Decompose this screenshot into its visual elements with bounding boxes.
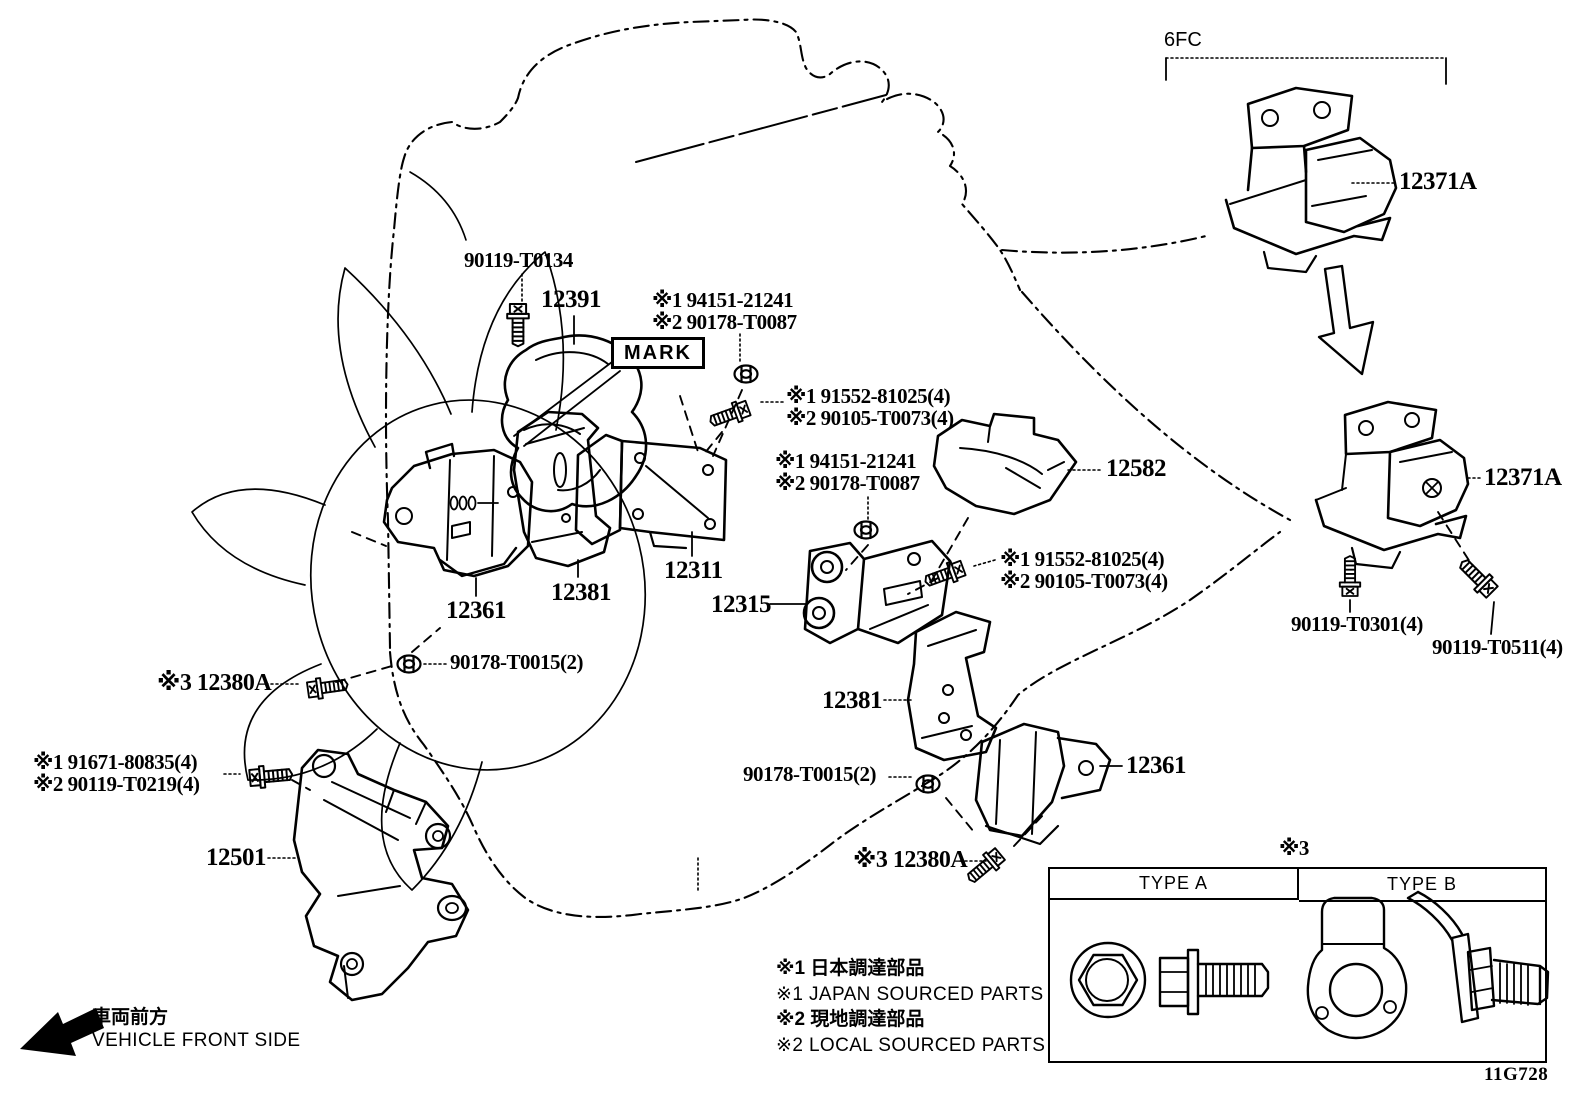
part-12315	[802, 539, 952, 645]
engine-detail-lines	[409, 94, 887, 893]
label-12361-a: 12361	[446, 597, 507, 624]
vehicle-front-marker: 車両前方 VEHICLE FRONT SIDE	[92, 1006, 301, 1052]
label-94151-21241-a: ※1 94151-21241	[652, 288, 794, 312]
label-90119-t0134: 90119-T0134	[464, 248, 573, 272]
nut-90178-t0015-second-icon	[915, 774, 941, 794]
bolt-91671-icon	[248, 762, 295, 790]
part-12582	[932, 412, 1078, 516]
type-a-header: TYPE A	[1050, 869, 1299, 900]
bolt-90119-t0511-icon	[1453, 553, 1501, 601]
label-12315: 12315	[711, 591, 772, 618]
label-12381-b: 12381	[822, 687, 883, 714]
nut-90178-t0015-icon	[396, 654, 422, 674]
vehicle-front-label-en: VEHICLE FRONT SIDE	[92, 1030, 301, 1051]
part-12361-rear	[960, 722, 1112, 846]
nut-94151-icon	[733, 364, 759, 384]
mark-box: MARK	[611, 337, 705, 369]
label-90178-t0015-a: 90178-T0015(2)	[450, 650, 584, 674]
label-12311: 12311	[664, 557, 723, 584]
part-12391	[500, 334, 648, 513]
bolt-type-table: TYPE A TYPE B	[1048, 867, 1547, 1063]
part-12381-rear	[906, 610, 998, 762]
part-12381-front	[512, 410, 612, 568]
label-90105-t0073-a: ※2 90105-T0073(4)	[786, 406, 954, 430]
label-12501: 12501	[206, 844, 267, 871]
label-94151-21241-b: ※1 94151-21241	[775, 449, 917, 473]
leader-lines-dotted	[223, 57, 1482, 862]
label-90178-t0015-b: 90178-T0015(2)	[743, 762, 877, 786]
fan	[191, 251, 647, 891]
bolt-90119-t0134-icon	[506, 303, 530, 348]
label-91671-80835: ※1 91671-80835(4)	[33, 750, 198, 774]
type-b-bolt-icon	[1306, 890, 1550, 1040]
label-12380a-a: ※3 12380A	[157, 670, 272, 696]
label-90119-t0511: 90119-T0511(4)	[1432, 635, 1563, 659]
label-12380a-b: ※3 12380A	[853, 847, 968, 873]
label-90178-t0087-b: ※2 90178-T0087	[775, 471, 920, 495]
legend-line-en-1: ※1 JAPAN SOURCED PARTS	[776, 983, 1044, 1005]
part-12311	[574, 433, 728, 550]
label-12381-a: 12381	[551, 579, 612, 606]
mark-label: MARK	[624, 342, 692, 364]
label-12361-b: 12361	[1126, 752, 1187, 779]
label-table-ref: ※3	[1279, 836, 1309, 860]
label-12371a-top: 12371A	[1399, 168, 1477, 195]
label-90178-t0087-a: ※2 90178-T0087	[652, 310, 797, 334]
part-12371a-right	[1314, 400, 1470, 570]
label-90119-t0301: 90119-T0301(4)	[1291, 612, 1423, 636]
vehicle-front-label-jp: 車両前方	[92, 1007, 169, 1028]
bolt-12380a-second-icon	[961, 845, 1008, 889]
transfer-arrow	[1317, 264, 1375, 376]
type-a-bolt-icon	[1069, 941, 1270, 1019]
bolt-91552-second-icon	[921, 557, 968, 593]
part-12361-front	[382, 442, 534, 578]
nut-94151-second-icon	[853, 520, 879, 540]
label-12371a-right: 12371A	[1484, 464, 1562, 491]
part-12371a-top	[1224, 86, 1398, 274]
label-91552-81025-b: ※1 91552-81025(4)	[1000, 547, 1165, 571]
legend-line-jp-2: ※2 現地調達部品	[776, 1009, 925, 1030]
legend-line-jp-1: ※1 日本調達部品	[776, 958, 925, 979]
leader-lines-solid	[475, 57, 1495, 767]
type-b-header: TYPE B	[1299, 869, 1545, 902]
label-91552-81025-a: ※1 91552-81025(4)	[786, 384, 951, 408]
assembly-dash-lines	[291, 389, 1471, 847]
bolt-91552-icon	[706, 397, 753, 433]
vehicle-front-arrow-icon	[20, 1008, 104, 1056]
figure-code: 11G728	[1484, 1064, 1549, 1085]
label-90105-t0073-b: ※2 90105-T0073(4)	[1000, 569, 1168, 593]
label-12391: 12391	[541, 286, 602, 313]
label-12582: 12582	[1106, 455, 1167, 482]
legend-line-en-2: ※2 LOCAL SOURCED PARTS	[776, 1034, 1046, 1056]
sourcing-legend: ※1 日本調達部品 ※1 JAPAN SOURCED PARTS ※2 現地調達…	[776, 956, 1045, 1058]
engine-outline	[384, 18, 1292, 918]
bolt-12380a-icon	[305, 673, 350, 702]
bolt-90119-t0301-icon	[1338, 555, 1362, 597]
label-6fc: 6FC	[1164, 29, 1202, 51]
part-12501	[292, 748, 470, 1002]
label-90119-t0219: ※2 90119-T0219(4)	[33, 772, 200, 796]
